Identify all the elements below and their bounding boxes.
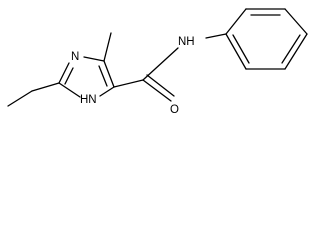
molecule-drawing: N NH H​N O [7,8,308,116]
ethyl-group [7,82,60,107]
bond-c5-carbonyl [113,79,144,88]
bond-n1-c2 [58,82,81,98]
bond-ch2-ch3 [7,90,33,107]
atom-label-amide-nh: NH [178,36,195,48]
atom-label-ring-nh: H​N [80,94,97,106]
amide-group [113,33,227,102]
bond-ph-1-2 [225,8,247,35]
atom-label-imine-n: N [71,51,79,63]
bond-carbonyl-n [142,47,179,81]
bond-c2-n3-double [64,67,74,85]
bond-n3-c4 [83,56,105,62]
bond-c4-c5 [103,60,115,88]
bond-c4-ch3 [103,32,112,62]
bond-c4-c5-double [98,65,108,87]
bond-c2-n3 [58,62,70,84]
bond-carbonyl-o [142,79,172,102]
atom-label-carbonyl-o: O [170,104,179,116]
bond-carbonyl-o-double [146,74,175,97]
methyl-group [103,32,112,62]
bond-ph-inner-b [281,34,301,64]
bond-n-phenyl [205,33,227,39]
bond-c2-ch2 [31,82,60,92]
imidazole-ring [58,56,115,98]
bond-ph-4-5 [284,33,308,70]
phenyl-ring [225,8,308,70]
chemical-structure-canvas: N NH H​N O [7,8,308,116]
bond-ph-6-1 [225,33,247,70]
bond-c5-n1 [99,86,115,97]
bond-ph-inner-c [232,34,250,64]
bond-ph-3-4 [284,8,308,35]
